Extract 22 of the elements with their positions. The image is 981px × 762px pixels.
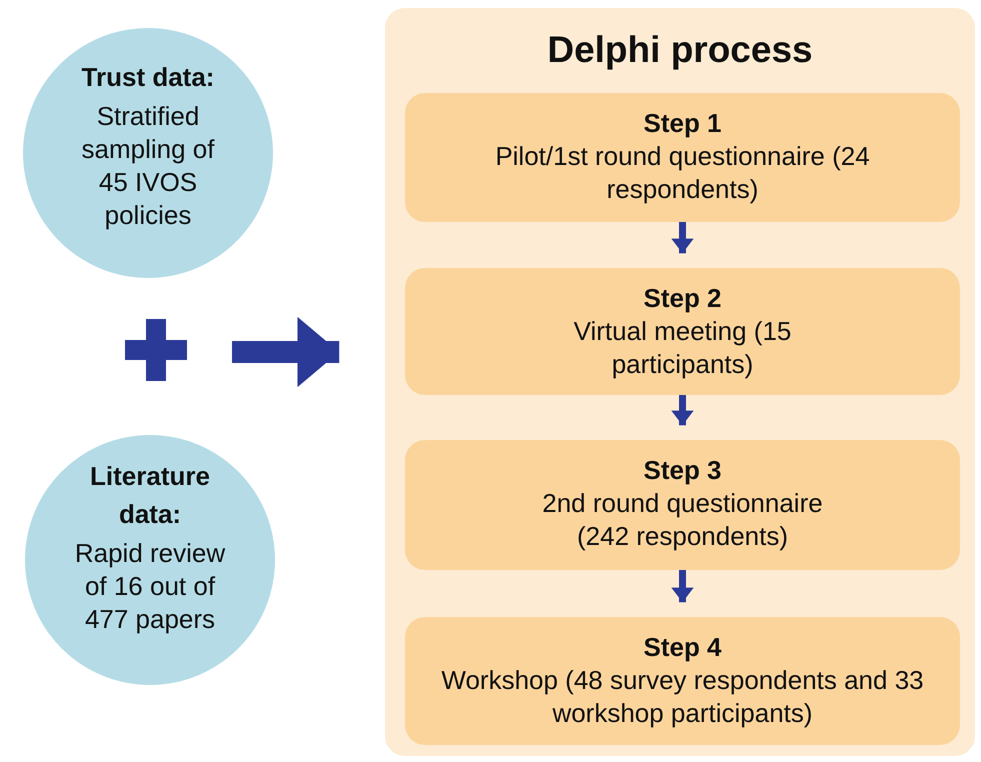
step-box: [405, 268, 960, 395]
step-box: [405, 440, 960, 570]
arrow: [671, 395, 694, 426]
arrow: [232, 316, 340, 388]
step-box: [405, 93, 960, 222]
arrow: [671, 222, 694, 254]
step-box: [405, 617, 960, 745]
panel-title: Delphi process: [547, 28, 813, 72]
heading: Step 3: [643, 454, 722, 487]
heading: Trust data:: [82, 61, 214, 94]
description: Pilot/1st round questionnaire (24 respondents): [494, 140, 871, 206]
heading: Step 1: [643, 107, 722, 140]
description: Virtual meeting (15 participants): [572, 315, 792, 381]
heading: Step 4: [643, 631, 722, 664]
description: Rapid review of 16 out of 477 papers: [74, 537, 226, 636]
description: Workshop (48 survey respondents and 33 workshop participants): [440, 664, 925, 730]
arrow: [671, 570, 694, 602]
heading: Literature data:: [89, 460, 211, 531]
process-panel: [385, 8, 975, 756]
heading: Step 2: [643, 282, 722, 315]
description: 2nd round questionnaire (242 respondents): [541, 487, 824, 553]
description: Stratified sampling of 45 IVOS policies: [80, 100, 216, 232]
